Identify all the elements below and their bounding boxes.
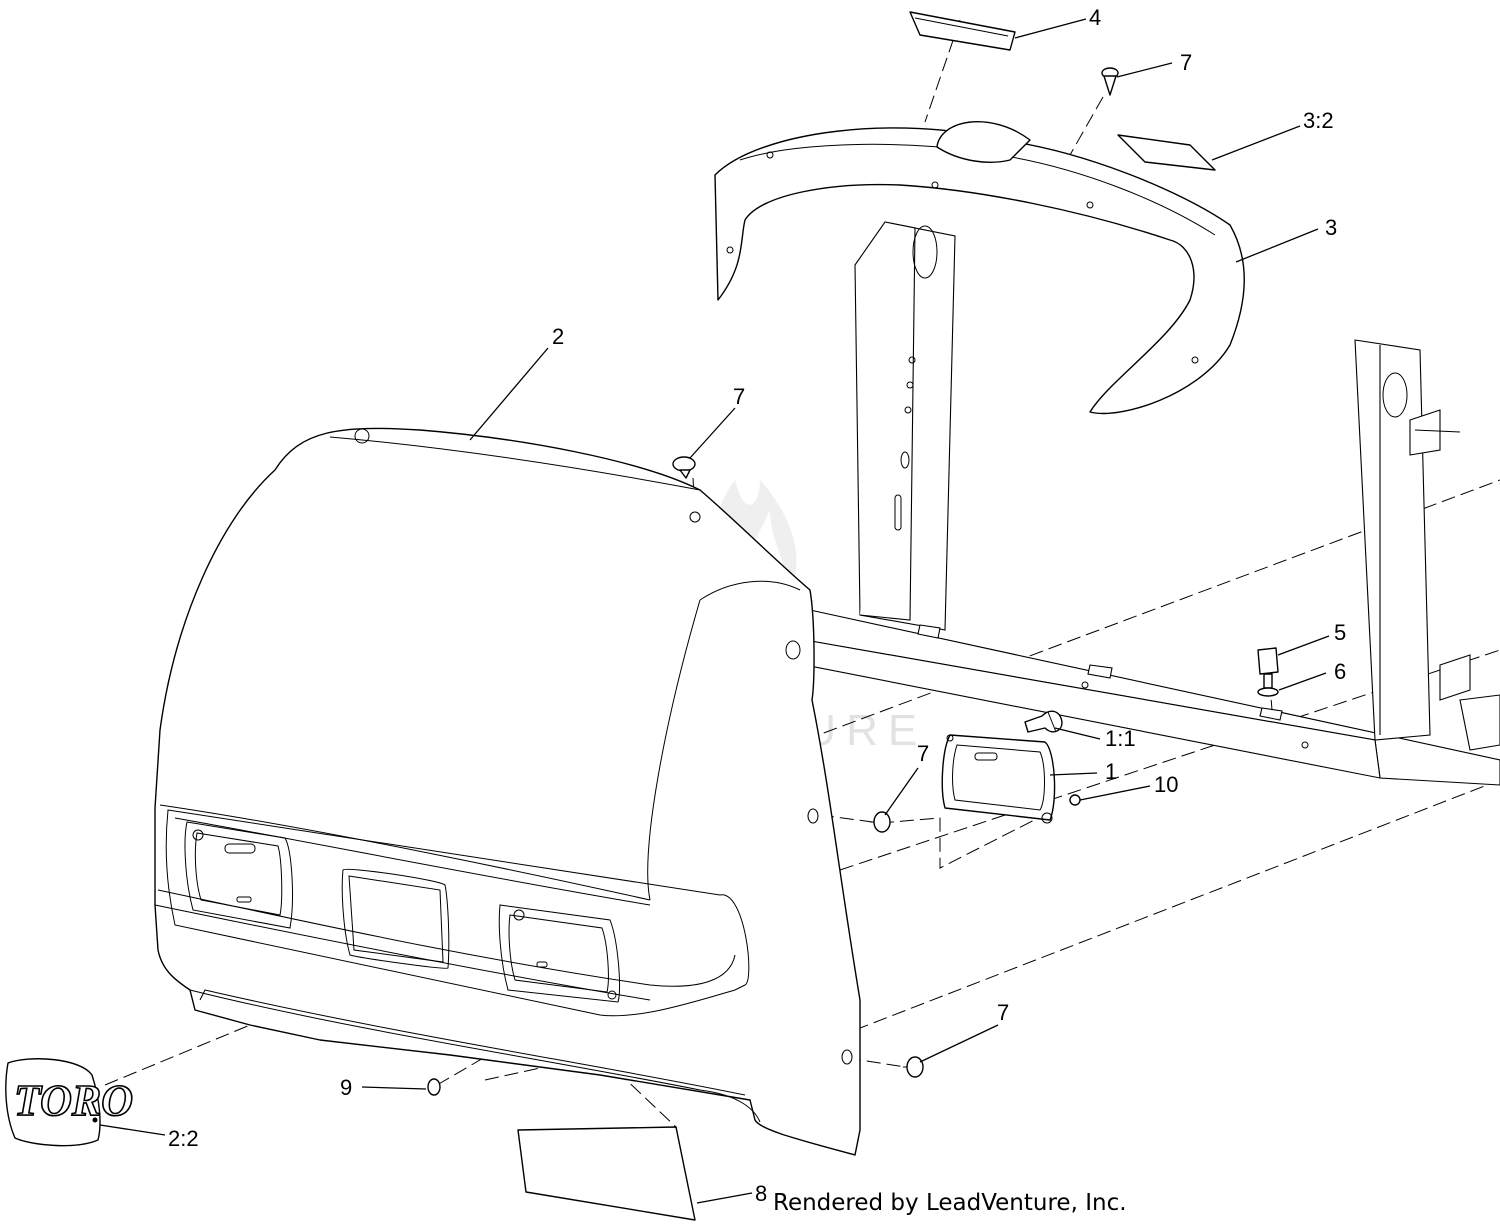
part-8-decal [517,1126,696,1221]
callout-7-top: 7 [1180,50,1192,75]
part-7-push-rivet-hood [672,456,696,479]
part-9-screw [427,1078,441,1096]
part-7-push-rivet-lower [903,1056,924,1078]
callout-1-1: 1:1 [1105,726,1136,751]
callout-3: 3 [1325,215,1337,240]
callout-4: 4 [1089,5,1101,30]
part-5-bolt [1257,647,1279,689]
part-7-push-rivet-side [870,811,891,833]
footer-credit: Rendered by LeadVenture, Inc. [773,1190,1127,1216]
callout-9: 9 [340,1075,352,1100]
callout-7-side: 7 [917,741,929,766]
callout-10: 10 [1154,772,1178,797]
chassis-frame [804,221,1500,786]
toro-logo-text: TORO [14,1076,133,1125]
part-3-2-decal [1117,134,1216,171]
part-2-hood [154,427,861,1156]
part-2-2-toro-emblem: TORO [5,1058,134,1147]
leader-lines [99,18,1330,1204]
callout-7-hood: 7 [733,384,745,409]
callout-3-2: 3:2 [1303,108,1334,133]
part-1-1-bulb [1024,710,1063,733]
part-1-headlight [941,734,1056,824]
part-4-rear-lens [909,11,1016,51]
part-10-washer [1069,794,1081,806]
part-6-washer [1257,687,1279,697]
callout-1: 1 [1105,759,1117,784]
callout-8: 8 [755,1181,767,1206]
callout-labels: 4 7 3:2 3 2 7 5 6 1:1 1 10 7 7 9 2:2 8 [168,5,1346,1206]
callout-2-2: 2:2 [168,1126,199,1151]
callout-5: 5 [1334,620,1346,645]
callout-6: 6 [1334,659,1346,684]
callout-2: 2 [552,324,564,349]
part-3-rear-cowl [714,120,1245,415]
part-7-push-rivet-top [1101,67,1119,96]
callout-7-lower: 7 [997,1000,1009,1025]
